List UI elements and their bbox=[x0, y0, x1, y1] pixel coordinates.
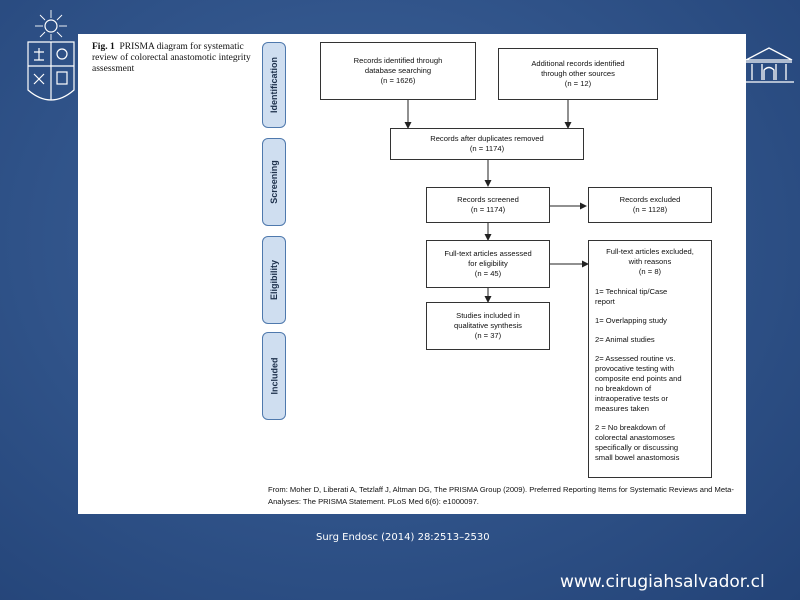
source-citation: From: Moher D, Liberati A, Tetzlaff J, A… bbox=[268, 485, 734, 506]
exclusions-title: Full-text articles excluded, with reason… bbox=[606, 247, 694, 276]
box-after-duplicates: Records after duplicates removed (n = 11… bbox=[390, 128, 584, 160]
building-logo-icon bbox=[744, 47, 794, 83]
exclusion-reason: 2= Assessed routine vs. provocative test… bbox=[595, 354, 682, 413]
box-records-excluded: Records excluded (n = 1128) bbox=[588, 187, 712, 223]
box-database-search: Records identified through database sear… bbox=[320, 42, 476, 100]
exclusion-reason: 1= Overlapping study bbox=[595, 316, 667, 325]
website-url[interactable]: www.cirugiahsalvador.cl bbox=[560, 572, 765, 592]
figure-caption-text: PRISMA diagram for systematic review of … bbox=[92, 42, 251, 74]
exclusion-reason: 2= Animal studies bbox=[595, 335, 655, 344]
exclusion-reason: 2 = No breakdown of colorectal anastomos… bbox=[595, 423, 680, 462]
phase-eligibility: Eligibility bbox=[262, 236, 286, 324]
box-fulltext-assessed: Full-text articles assessed for eligibil… bbox=[426, 240, 550, 288]
university-seal-icon bbox=[27, 10, 75, 101]
box-other-sources: Additional records identified through ot… bbox=[498, 48, 658, 100]
box-studies-included: Studies included in qualitative synthesi… bbox=[426, 302, 550, 350]
figure-label: Fig. 1 bbox=[92, 42, 115, 52]
phase-screening: Screening bbox=[262, 138, 286, 226]
figure-panel: Fig. 1 PRISMA diagram for systematic rev… bbox=[78, 34, 746, 514]
box-fulltext-excluded: Full-text articles excluded, with reason… bbox=[588, 240, 712, 478]
phase-identification: Identification bbox=[262, 42, 286, 128]
box-records-screened: Records screened (n = 1174) bbox=[426, 187, 550, 223]
journal-citation: Surg Endosc (2014) 28:2513–2530 bbox=[316, 532, 490, 543]
exclusion-reason: 1= Technical tip/Case report bbox=[595, 287, 668, 306]
phase-included: Included bbox=[262, 332, 286, 420]
figure-caption: Fig. 1 PRISMA diagram for systematic rev… bbox=[92, 42, 252, 75]
